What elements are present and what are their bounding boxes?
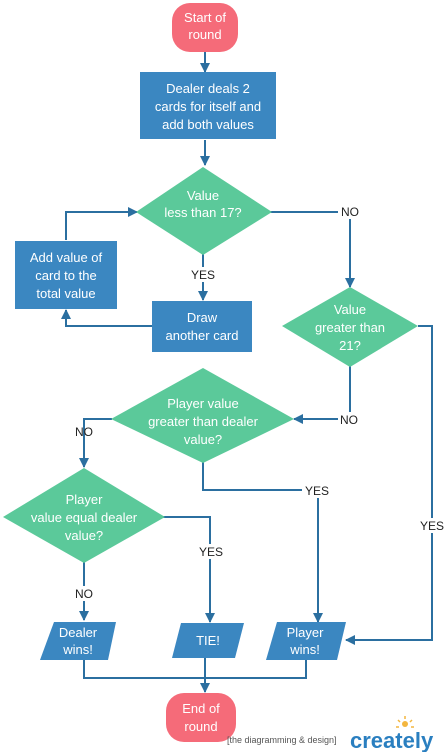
start-node: Start of round bbox=[172, 3, 238, 52]
playergt-decision-line-3: value? bbox=[184, 432, 222, 447]
edge-label-playereq-yes: YES bbox=[199, 545, 223, 559]
playereq-decision-line-2: value equal dealer bbox=[31, 510, 138, 525]
start-node-line-2: round bbox=[188, 27, 221, 42]
edge-label-greater21-no: NO bbox=[340, 413, 358, 427]
edge-labels: NO YES NO YES NO YES NO YES bbox=[72, 204, 445, 601]
draw-node-line-1: Draw bbox=[187, 310, 218, 325]
edge-playerwins-to-end bbox=[205, 660, 307, 679]
addval-node-line-1: Add value of bbox=[30, 250, 103, 265]
creately-watermark: [the diagramming & design] creately bbox=[227, 716, 434, 752]
playerwins-node-line-2: wins! bbox=[289, 642, 320, 657]
addval-node-line-2: card to the bbox=[35, 268, 96, 283]
deal-node-line-1: Dealer deals 2 bbox=[166, 81, 250, 96]
playergt-decision-line-2: greater than dealer bbox=[148, 414, 259, 429]
start-node-line-1: Start of bbox=[184, 10, 226, 25]
end-node: End of round bbox=[166, 693, 236, 742]
less17-decision-line-1: Value bbox=[187, 188, 219, 203]
playereq-decision: Player value equal dealer value? bbox=[3, 468, 165, 563]
connectors bbox=[61, 52, 433, 693]
edge-playergt-no-to-playereq bbox=[79, 418, 112, 468]
deal-node-line-3: add both values bbox=[162, 117, 254, 132]
deal-node-line-2: cards for itself and bbox=[155, 99, 261, 114]
tie-node-line-1: TIE! bbox=[196, 633, 220, 648]
edge-less17-no-to-greater21 bbox=[270, 211, 355, 288]
dealerwins-node-line-1: Dealer bbox=[59, 625, 98, 640]
edge-label-playereq-no: NO bbox=[75, 587, 93, 601]
watermark-brand: creately bbox=[350, 728, 434, 752]
edge-label-less17-yes: YES bbox=[191, 268, 215, 282]
dealerwins-node: Dealer wins! bbox=[40, 622, 116, 660]
greater21-decision-line-1: Value bbox=[334, 302, 366, 317]
edge-label-greater21-yes: YES bbox=[420, 519, 444, 533]
draw-node-line-2: another card bbox=[166, 328, 239, 343]
playergt-decision-line-1: Player value bbox=[167, 396, 239, 411]
greater21-decision: Value greater than 21? bbox=[282, 287, 418, 367]
edge-label-playergt-yes: YES bbox=[305, 484, 329, 498]
edge-label-playergt-no: NO bbox=[75, 425, 93, 439]
lightbulb-icon bbox=[396, 716, 414, 728]
edge-dealerwins-to-end bbox=[83, 660, 205, 679]
deal-node: Dealer deals 2 cards for itself and add … bbox=[140, 72, 276, 139]
playereq-decision-line-1: Player bbox=[66, 492, 104, 507]
end-node-line-2: round bbox=[184, 719, 217, 734]
edge-greater21-yes-to-playerwins bbox=[345, 325, 433, 645]
addval-node-line-3: total value bbox=[36, 286, 95, 301]
tie-node: TIE! bbox=[172, 623, 244, 658]
edge-greater21-no-to-playergt bbox=[293, 366, 351, 424]
playereq-decision-line-3: value? bbox=[65, 528, 103, 543]
edge-draw-to-addval bbox=[61, 309, 152, 327]
less17-decision: Value less than 17? bbox=[136, 167, 272, 255]
edge-playergt-yes-to-playerwins bbox=[202, 462, 323, 623]
playergt-decision: Player value greater than dealer value? bbox=[111, 368, 294, 463]
addval-node: Add value of card to the total value bbox=[15, 241, 117, 309]
dealerwins-node-line-2: wins! bbox=[62, 642, 93, 657]
less17-decision-line-2: less than 17? bbox=[164, 205, 241, 220]
watermark-tagline: [the diagramming & design] bbox=[227, 735, 337, 745]
draw-node: Draw another card bbox=[152, 301, 252, 352]
edge-playereq-yes-to-tie bbox=[163, 516, 215, 623]
greater21-decision-line-2: greater than bbox=[315, 320, 385, 335]
greater21-decision-line-3: 21? bbox=[339, 338, 361, 353]
edge-label-less17-no: NO bbox=[341, 205, 359, 219]
end-node-line-1: End of bbox=[182, 701, 220, 716]
playerwins-node-line-1: Player bbox=[287, 625, 325, 640]
playerwins-node: Player wins! bbox=[266, 622, 346, 660]
edge-addval-to-less17 bbox=[65, 207, 138, 240]
